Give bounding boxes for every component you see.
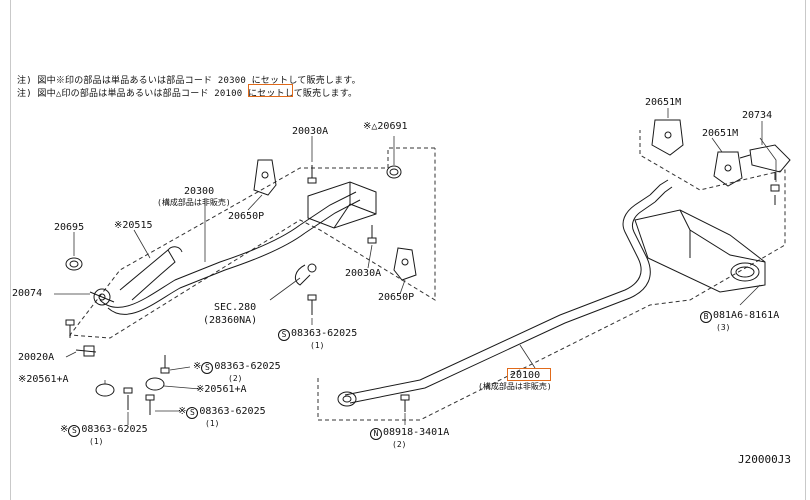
- bracket-20734: [739, 144, 791, 180]
- hanger-20651m-mid: [713, 151, 743, 187]
- front-muffler: [307, 181, 377, 229]
- label-20561a-right: ※20561+A: [196, 384, 247, 395]
- note-line-2: 注) 図中△印の部品は単品あるいは部品コード 20100 にセットして販売します…: [17, 89, 358, 99]
- stud-20020a: [75, 345, 97, 357]
- label-bolt-b-qty: (2): [228, 374, 243, 383]
- label-20515: ※20515: [114, 220, 153, 231]
- label-20695: 20695: [54, 222, 85, 233]
- label-sec280-ref: (28360NA): [203, 315, 258, 326]
- label-nut-qty: (2): [392, 440, 407, 449]
- bolt-e-code: 081A6-8161A: [713, 310, 780, 321]
- label-20650p-top: 20650P: [228, 211, 265, 222]
- diagram-code: J20000J3: [738, 453, 791, 466]
- bolt-b-prefix: ※: [193, 361, 202, 372]
- label-bolt-e-qty: (3): [716, 323, 731, 332]
- label-sec280: SEC.280: [214, 302, 257, 313]
- circle-s-icon: S: [68, 425, 81, 437]
- label-bolt-d-qty: (1): [89, 437, 104, 446]
- circle-b-icon: B: [700, 311, 712, 323]
- label-20561a-left: ※20561+A: [18, 374, 69, 385]
- hanger-20651m-top: [651, 119, 684, 156]
- note-line-1: 注) 図中※印の部品は単品あるいは部品コード 20300 にセットして販売します…: [17, 76, 361, 86]
- label-20651m-mid: 20651M: [702, 128, 739, 139]
- ring-20695: [65, 257, 83, 271]
- label-20100: 20100: [510, 370, 541, 381]
- label-20030a-mid: 20030A: [345, 268, 382, 279]
- frame-edge-right: [805, 0, 806, 500]
- circle-s-icon: S: [186, 407, 199, 419]
- nut-code: 08918-3401A: [383, 427, 450, 438]
- hanger-20650p-top: [253, 159, 277, 196]
- frame-edge-left: [10, 0, 11, 500]
- group-outline-20100: [317, 130, 786, 421]
- label-bolt-a-qty: (1): [310, 341, 325, 350]
- label-20100-note: (構成部品は非販売): [478, 382, 552, 391]
- hanger-20650p-bottom: [393, 247, 417, 281]
- gasket-20691: [386, 165, 402, 179]
- circle-s-icon: S: [201, 362, 214, 374]
- label-20734: 20734: [742, 110, 773, 121]
- bolt-c-prefix: ※: [178, 406, 187, 417]
- leader-lines: [54, 108, 777, 425]
- bolt-a-code: 08363-62025: [291, 328, 358, 339]
- circle-n-icon: N: [370, 428, 382, 440]
- label-20651m-top: 20651M: [645, 97, 682, 108]
- label-20020a: 20020A: [18, 352, 55, 363]
- label-20650p-bottom: 20650P: [378, 292, 415, 303]
- main-muffler: [634, 209, 766, 293]
- bolt-d-code: 08363-62025: [81, 424, 148, 435]
- flange-center: [337, 391, 357, 407]
- label-20300: 20300: [184, 186, 215, 197]
- label-bolt-c-qty: (1): [205, 419, 220, 428]
- circle-s-icon: S: [278, 329, 290, 341]
- bolt-d-prefix: ※: [60, 424, 69, 435]
- flange-pipe-20515: [119, 246, 183, 301]
- center-pipe-20100: [344, 179, 673, 404]
- bolts: [65, 165, 780, 415]
- o2-sensor: [294, 263, 317, 286]
- bolt-b-code: 08363-62025: [214, 361, 281, 372]
- label-20074: 20074: [12, 288, 43, 299]
- label-20100-highlight-box: [507, 368, 551, 381]
- note-highlight-box: [248, 84, 293, 97]
- label-20030a-top: 20030A: [292, 126, 329, 137]
- bolt-c-code: 08363-62025: [199, 406, 266, 417]
- flange-20074: [89, 288, 115, 306]
- label-20691: ※△20691: [363, 121, 408, 132]
- label-20300-note: (構成部品は非販売): [157, 198, 231, 207]
